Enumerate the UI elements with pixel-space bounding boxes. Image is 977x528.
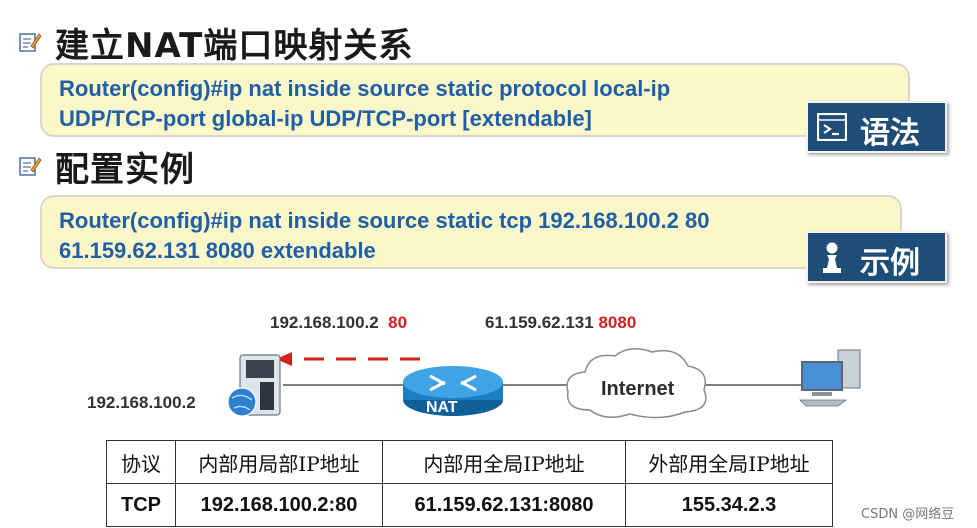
watermark: CSDN @网络豆: [861, 507, 955, 522]
table-cell: 192.168.100.2:80: [175, 483, 383, 527]
syntax-line-1: Router(config)#ip nat inside source stat…: [59, 76, 671, 101]
table-row: TCP 192.168.100.2:80 61.159.62.131:8080 …: [106, 483, 833, 527]
example-line-2: 61.159.62.131 8080 extendable: [59, 238, 376, 263]
table-cell: 155.34.2.3: [625, 483, 833, 527]
server-ip-label: 192.168.100.2: [87, 393, 196, 412]
server-icon: [227, 354, 281, 417]
edit-note-icon: [19, 157, 42, 176]
local-port-text: 80: [388, 313, 408, 332]
syntax-box: Router(config)#ip nat inside source stat…: [40, 63, 910, 137]
table-header-cell: 协议: [106, 440, 176, 484]
local-ip-port-label: 192.168.100.2 80: [270, 313, 407, 333]
global-ip-port-label: 61.159.62.131 8080: [485, 313, 636, 333]
terminal-icon: [817, 113, 847, 141]
table-cell: TCP: [106, 483, 176, 527]
cloud-icon: [566, 348, 707, 419]
table-header-cell: 内部用局部IP地址: [175, 440, 383, 484]
pc-icon: [799, 349, 861, 407]
translation-arrow: [276, 352, 420, 366]
section-heading-config-example: 配置实例: [55, 150, 195, 190]
example-line-1: Router(config)#ip nat inside source stat…: [59, 208, 710, 233]
global-ip-text: 61.159.62.131: [485, 313, 594, 332]
syntax-tag-label: 语法: [860, 116, 920, 151]
network-diagram: [227, 348, 861, 419]
nat-mapping-table: 协议 内部用局部IP地址 内部用全局IP地址 外部用全局IP地址 TCP 192…: [106, 440, 833, 527]
edit-note-icon: [19, 33, 42, 52]
cloud-label: Internet: [601, 378, 675, 400]
table-cell: 61.159.62.131:8080: [382, 483, 626, 527]
example-box: Router(config)#ip nat inside source stat…: [40, 195, 902, 269]
example-tag: 示例: [806, 231, 947, 283]
router-label: NAT: [426, 399, 458, 416]
table-header-row: 协议 内部用局部IP地址 内部用全局IP地址 外部用全局IP地址: [106, 440, 833, 484]
section-heading-nat-mapping: 建立NAT端口映射关系: [55, 26, 414, 66]
router-icon: [403, 366, 503, 416]
table-header-cell: 内部用全局IP地址: [382, 440, 626, 484]
table-header-cell: 外部用全局IP地址: [625, 440, 833, 484]
chess-pawn-icon: [823, 242, 841, 273]
syntax-line-2: UDP/TCP-port global-ip UDP/TCP-port [ext…: [59, 106, 592, 131]
global-port-text: 8080: [598, 313, 637, 332]
syntax-tag: 语法: [806, 101, 947, 153]
local-ip-text: 192.168.100.2: [270, 313, 379, 332]
example-tag-label: 示例: [860, 246, 920, 281]
